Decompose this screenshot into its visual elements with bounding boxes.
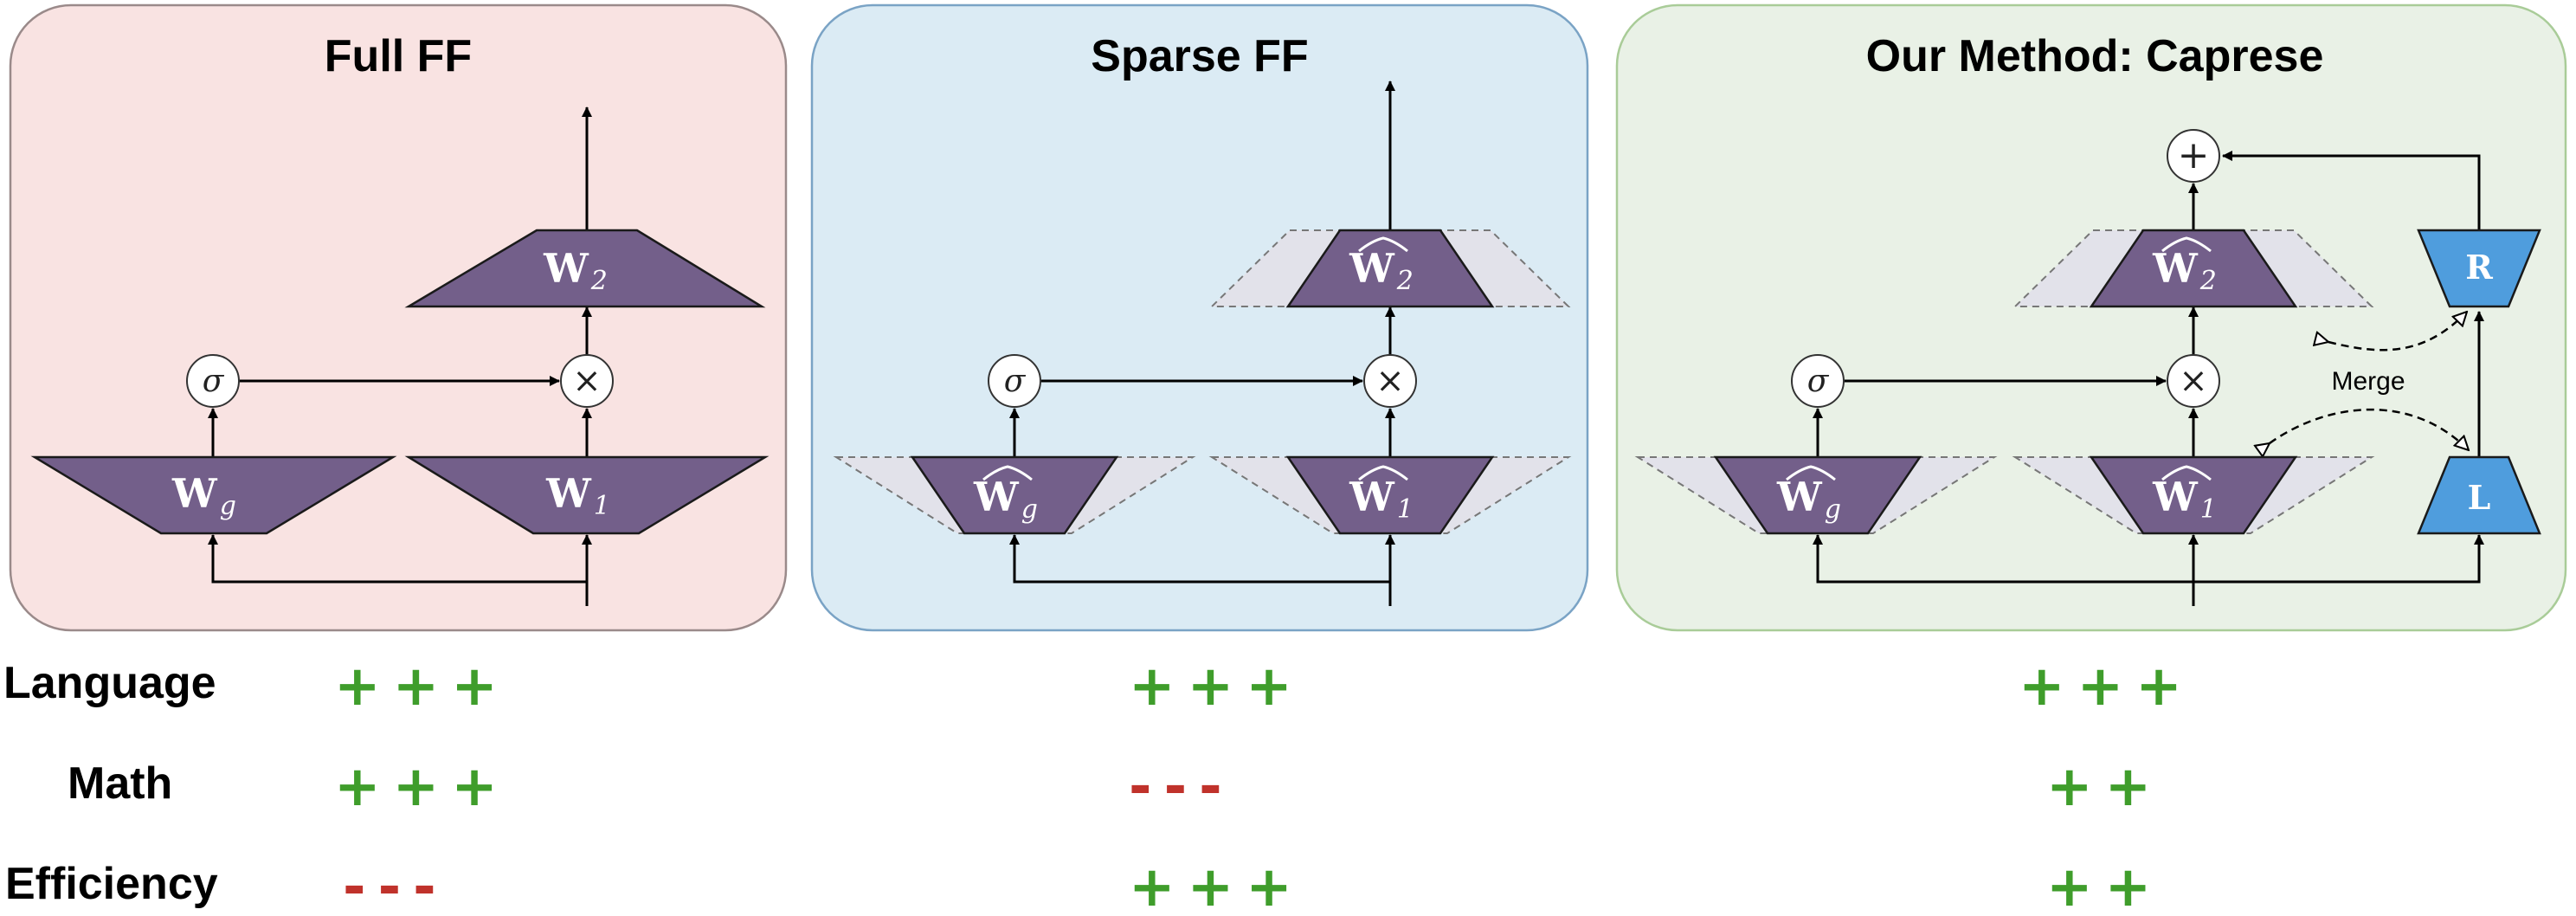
w1-hat-caret-caprese <box>2161 465 2212 481</box>
w2-hat-caret <box>1358 236 1408 253</box>
marks-language-full: +++ <box>334 655 510 719</box>
times-symbol-sparse: × <box>1375 361 1405 401</box>
marks-language-sparse: +++ <box>1129 655 1304 719</box>
wg-hat-block-caprese <box>1713 455 1922 535</box>
r-adapter-label: R <box>2465 248 2493 287</box>
sparse-ff-arrows <box>1009 81 1395 606</box>
wg-block <box>30 455 397 535</box>
times-symbol: × <box>572 361 602 401</box>
panel-title-sparse-ff: Sparse FF <box>1091 31 1308 81</box>
sigma-symbol-caprese: σ <box>1807 364 1830 399</box>
row-label-language: Language <box>3 658 216 708</box>
plus-node <box>2167 129 2220 183</box>
merge-label: Merge <box>2331 367 2405 396</box>
row-label-math: Math <box>68 758 172 809</box>
w2-block <box>404 229 766 308</box>
w2-hat-caret-caprese <box>2161 236 2212 253</box>
panel-title-caprese: Our Method: Caprese <box>1866 31 2324 81</box>
w1-hat-caret <box>1358 465 1408 481</box>
panel-sparse-ff-bg <box>810 3 1589 632</box>
merge-links <box>2270 312 2469 450</box>
marks-math-sparse: --- <box>1129 755 1234 819</box>
times-node <box>560 354 614 408</box>
sigma-symbol-sparse: σ <box>1004 364 1027 399</box>
wg-hat-caret-caprese <box>1786 465 1836 481</box>
times-symbol-caprese: × <box>2179 361 2208 401</box>
panel-full-ff-bg <box>9 3 788 632</box>
row-label-efficiency: Efficiency <box>5 859 218 909</box>
marks-math-caprese: ++ <box>2046 755 2163 819</box>
caprese-arrows <box>1813 151 2484 606</box>
times-node-caprese <box>2167 354 2220 408</box>
sigma-symbol: σ <box>203 364 225 399</box>
marks-language-caprese: +++ <box>2019 655 2194 719</box>
panel-title-full-ff: Full FF <box>325 31 472 81</box>
full-ff-arrows <box>208 106 592 606</box>
marks-efficiency-full: --- <box>343 855 448 916</box>
r-adapter-block <box>2417 229 2541 308</box>
l-adapter-label: L <box>2468 478 2491 517</box>
sigma-node-sparse <box>988 354 1041 408</box>
w1-hat-block <box>1285 455 1495 535</box>
panel-caprese: Our Method: Caprese Merge + W <box>1615 3 2567 632</box>
evaluation-table: Language Math Efficiency +++ +++ +++ +++… <box>3 655 2194 916</box>
w1-block <box>404 455 770 535</box>
marks-efficiency-caprese: ++ <box>2046 855 2163 916</box>
marks-efficiency-sparse: +++ <box>1129 855 1304 916</box>
panel-caprese-bg <box>1615 3 2567 632</box>
marks-math-full: +++ <box>334 755 510 819</box>
w2-hat-block <box>1285 229 1495 308</box>
l-adapter-block <box>2417 455 2541 535</box>
wg-hat-caret <box>982 465 1033 481</box>
w1-hat-block-caprese <box>2089 455 2298 535</box>
times-node-sparse <box>1363 354 1417 408</box>
plus-symbol: + <box>2178 133 2210 177</box>
wg-hat-block <box>910 455 1119 535</box>
w2-hat-block-caprese <box>2089 229 2298 308</box>
sigma-node-caprese <box>1791 354 1845 408</box>
sigma-node <box>186 354 240 408</box>
